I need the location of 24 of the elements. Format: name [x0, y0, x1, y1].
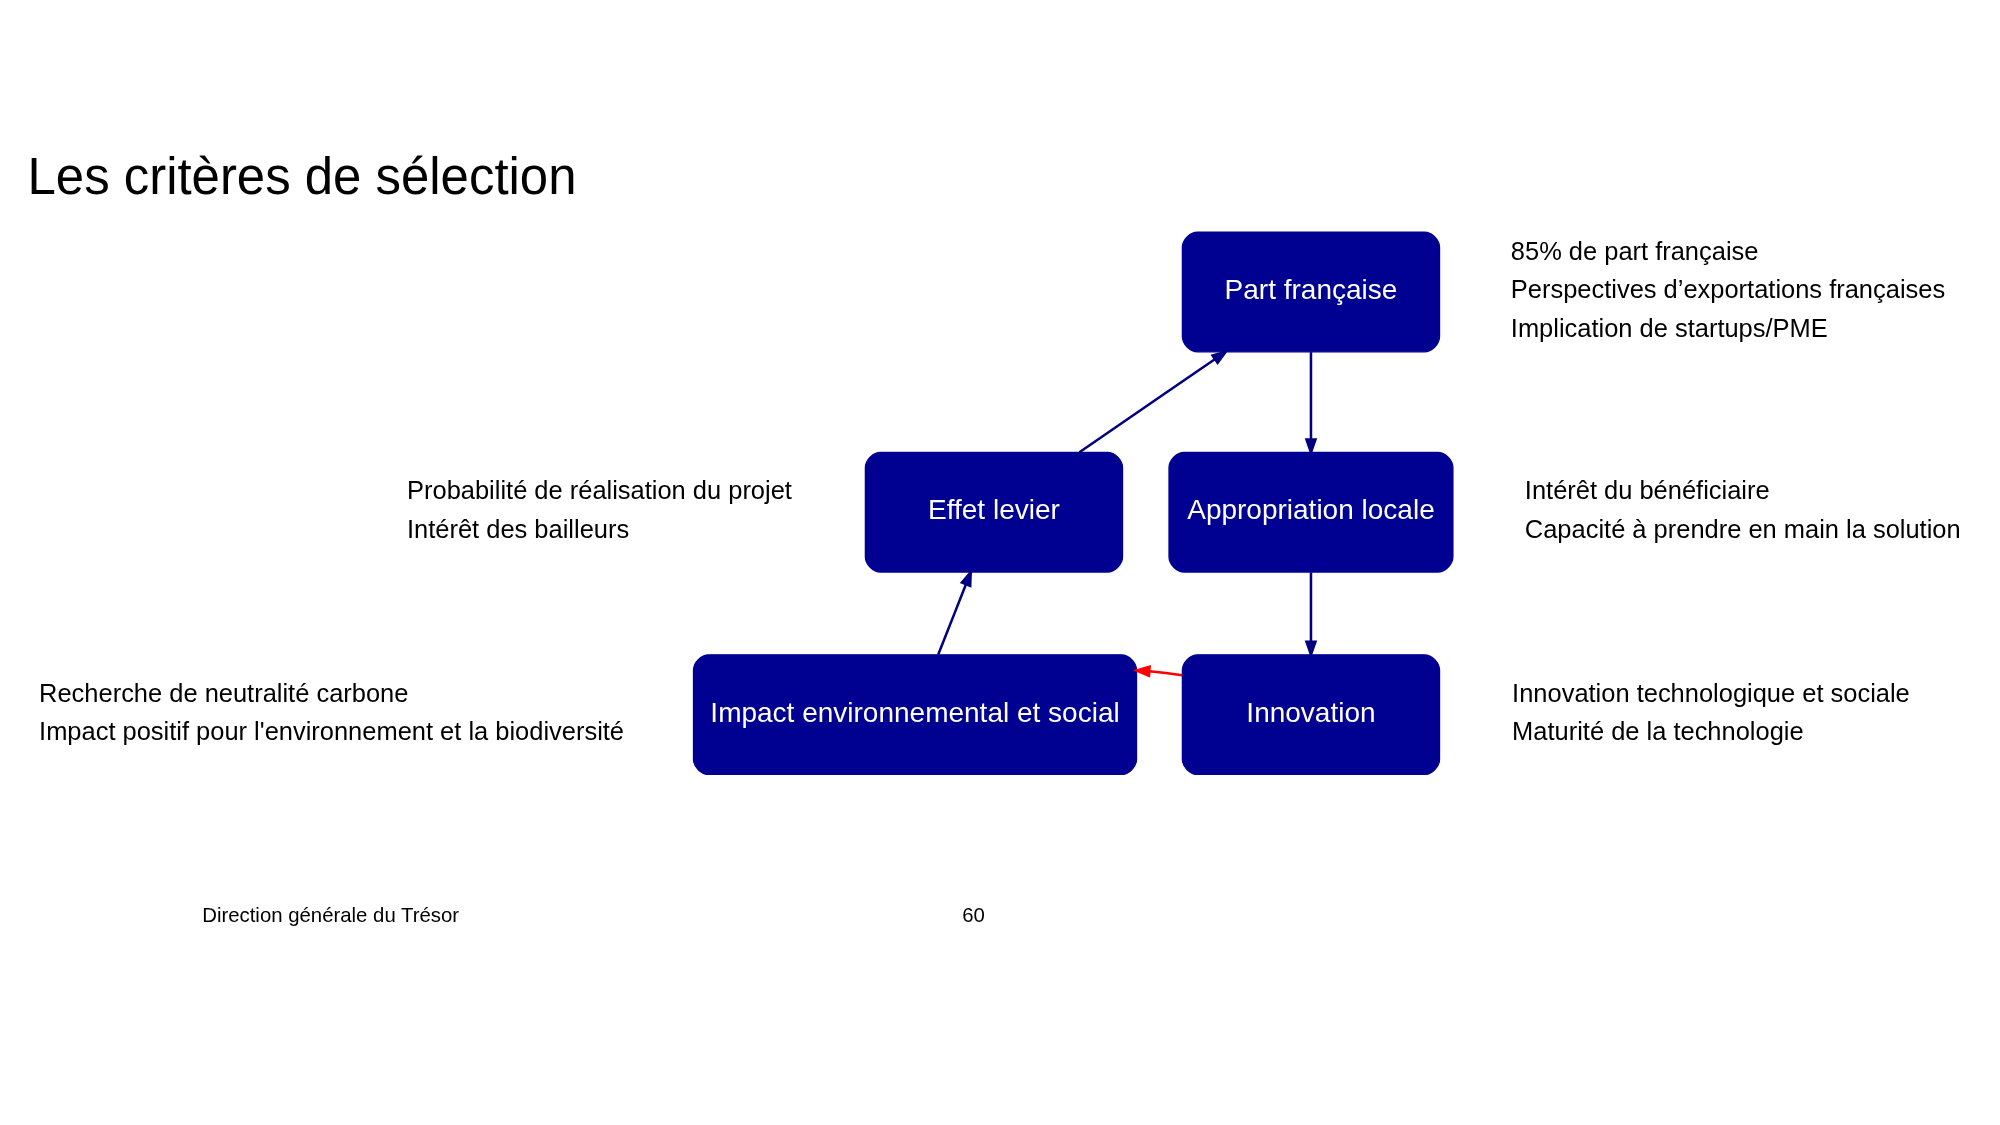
node-box: Impact environnemental et social: [692, 654, 1138, 776]
arrow: [1304, 352, 1318, 457]
arrow: [1132, 665, 1183, 678]
diagram-title: Les critères de sélection: [27, 147, 577, 205]
node-label: Recherche de neutralité carbone: [39, 678, 409, 707]
node-label: Intérêt du bénéficiaire: [1524, 476, 1770, 505]
node-label: Maturité de la technologie: [1512, 717, 1804, 746]
node-label: Impact positif pour l'environnement et la biodiversité: [39, 717, 625, 746]
node-label: Capacité à prendre en main la solution: [1524, 514, 1961, 543]
node-box: Innovation: [1181, 654, 1441, 776]
arrow: [1304, 572, 1318, 659]
node-label: Innovation technologique et sociale: [1512, 678, 1910, 707]
label: Direction générale du Trésor: [202, 903, 460, 926]
node-label: Perspectives d’exportations françaises: [1510, 275, 1946, 304]
node-label: Intérêt des bailleurs: [407, 514, 630, 543]
node-box: Part française: [1181, 231, 1441, 353]
arrow: [937, 568, 973, 655]
label: 60: [962, 903, 985, 926]
node-label: Implication de startups/PME: [1510, 313, 1828, 342]
node-box: Effet levier: [864, 451, 1124, 573]
node-box: Appropriation locale: [1168, 451, 1454, 573]
node-label: 85% de part française: [1510, 237, 1759, 266]
node-label: Probabilité de réalisation du projet: [407, 476, 792, 505]
arrow: [1078, 349, 1229, 454]
